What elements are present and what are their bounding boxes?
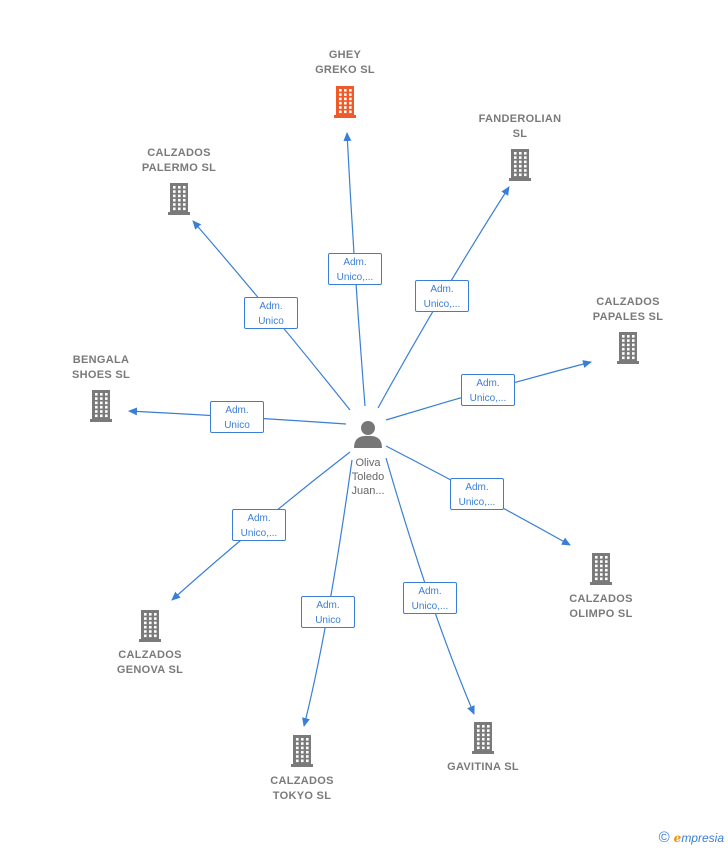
person-icon[interactable] <box>354 421 382 448</box>
edge-label-line: Adm. <box>343 257 367 268</box>
company-label-line: CALZADOS <box>147 147 211 159</box>
company-label-line: BENGALA <box>72 354 130 366</box>
edge-label-line: Unico <box>258 316 284 327</box>
edge-label-calzados-palermo[interactable]: Adm. Unico <box>244 297 298 329</box>
company-label-line: TOKYO SL <box>272 790 332 802</box>
edge-label-line: Unico,... <box>240 528 278 539</box>
edge-label-line: Unico <box>315 615 341 626</box>
building-icon <box>291 735 313 767</box>
footer-brand: ©empresia <box>659 829 724 846</box>
edge-label-line: Unico,... <box>336 272 374 283</box>
company-label-calzados-papales[interactable]: CALZADOS PAPALES SL <box>573 295 683 325</box>
building-icon <box>509 149 531 181</box>
edge-label-calzados-genova[interactable]: Adm. Unico,... <box>232 509 286 541</box>
edge-label-ghey-greko[interactable]: Adm. Unico,... <box>328 253 382 285</box>
edge-label-line: Unico,... <box>411 601 449 612</box>
company-label-calzados-olimpo[interactable]: CALZADOS OLIMPO SL <box>546 592 656 622</box>
company-label-line: GAVITINA SL <box>447 761 519 773</box>
company-label-line: GHEY <box>328 49 362 61</box>
company-label-line: CALZADOS <box>569 593 633 605</box>
edge-label-line: Adm. <box>316 600 340 611</box>
edge-label-line: Adm. <box>225 405 249 416</box>
edge-calzados-tokyo <box>302 459 353 727</box>
company-label-calzados-genova[interactable]: CALZADOS GENOVA SL <box>95 648 205 678</box>
company-label-line: CALZADOS <box>270 775 334 787</box>
company-label-line: GENOVA SL <box>116 664 184 676</box>
edge-label-line: Unico,... <box>469 393 507 404</box>
company-label-line: CALZADOS <box>596 296 660 308</box>
company-label-line: SL <box>512 128 528 140</box>
edge-label-calzados-tokyo[interactable]: Adm. Unico <box>301 596 355 628</box>
building-icon <box>90 390 112 422</box>
company-label-calzados-tokyo[interactable]: CALZADOS TOKYO SL <box>247 774 357 804</box>
brand-initial: e <box>673 831 682 845</box>
edge-label-line: Adm. <box>418 586 442 597</box>
edge-label-calzados-papales[interactable]: Adm. Unico,... <box>461 374 515 406</box>
edge-label-line: Unico <box>224 420 250 431</box>
building-icon <box>168 183 190 215</box>
edge-label-calzados-olimpo[interactable]: Adm. Unico,... <box>450 478 504 510</box>
company-label-line: GREKO SL <box>315 64 375 76</box>
edge-label-line: Adm. <box>247 513 271 524</box>
company-label-line: PALERMO SL <box>141 162 217 174</box>
company-label-gavitina[interactable]: GAVITINA SL <box>428 760 538 775</box>
copyright-icon: © <box>658 829 670 846</box>
company-label-bengala-shoes[interactable]: BENGALA SHOES SL <box>46 353 156 383</box>
edge-label-line: Adm. <box>476 378 500 389</box>
company-label-fanderolian[interactable]: FANDEROLIAN SL <box>465 112 575 142</box>
edges-layer <box>128 132 592 727</box>
person-label-line: Oliva <box>355 457 381 469</box>
company-label-line: CALZADOS <box>118 649 182 661</box>
edge-label-bengala-shoes[interactable]: Adm. Unico <box>210 401 264 433</box>
edge-label-fanderolian[interactable]: Adm. Unico,... <box>415 280 469 312</box>
company-label-line: PAPALES SL <box>592 311 664 323</box>
edge-label-gavitina[interactable]: Adm. Unico,... <box>403 582 457 614</box>
building-icon <box>472 722 494 754</box>
edge-label-line: Adm. <box>465 482 489 493</box>
edge-label-line: Unico,... <box>423 299 461 310</box>
building-icon <box>590 553 612 585</box>
company-label-line: FANDEROLIAN <box>478 113 562 125</box>
edge-label-line: Adm. <box>430 284 454 295</box>
person-label-line: Toledo <box>351 471 385 483</box>
company-label-line: SHOES SL <box>71 369 131 381</box>
company-label-ghey-greko[interactable]: GHEY GREKO SL <box>290 48 400 78</box>
edge-label-line: Unico,... <box>458 497 496 508</box>
building-icon <box>617 332 639 364</box>
edge-label-line: Adm. <box>259 301 283 312</box>
icons-layer <box>90 86 639 767</box>
building-icon <box>139 610 161 642</box>
person-label-line: Juan... <box>351 485 385 497</box>
company-label-calzados-palermo[interactable]: CALZADOS PALERMO SL <box>124 146 234 176</box>
company-label-line: OLIMPO SL <box>569 608 633 620</box>
brand-name: mpresia <box>681 831 724 845</box>
building-icon <box>334 86 356 118</box>
